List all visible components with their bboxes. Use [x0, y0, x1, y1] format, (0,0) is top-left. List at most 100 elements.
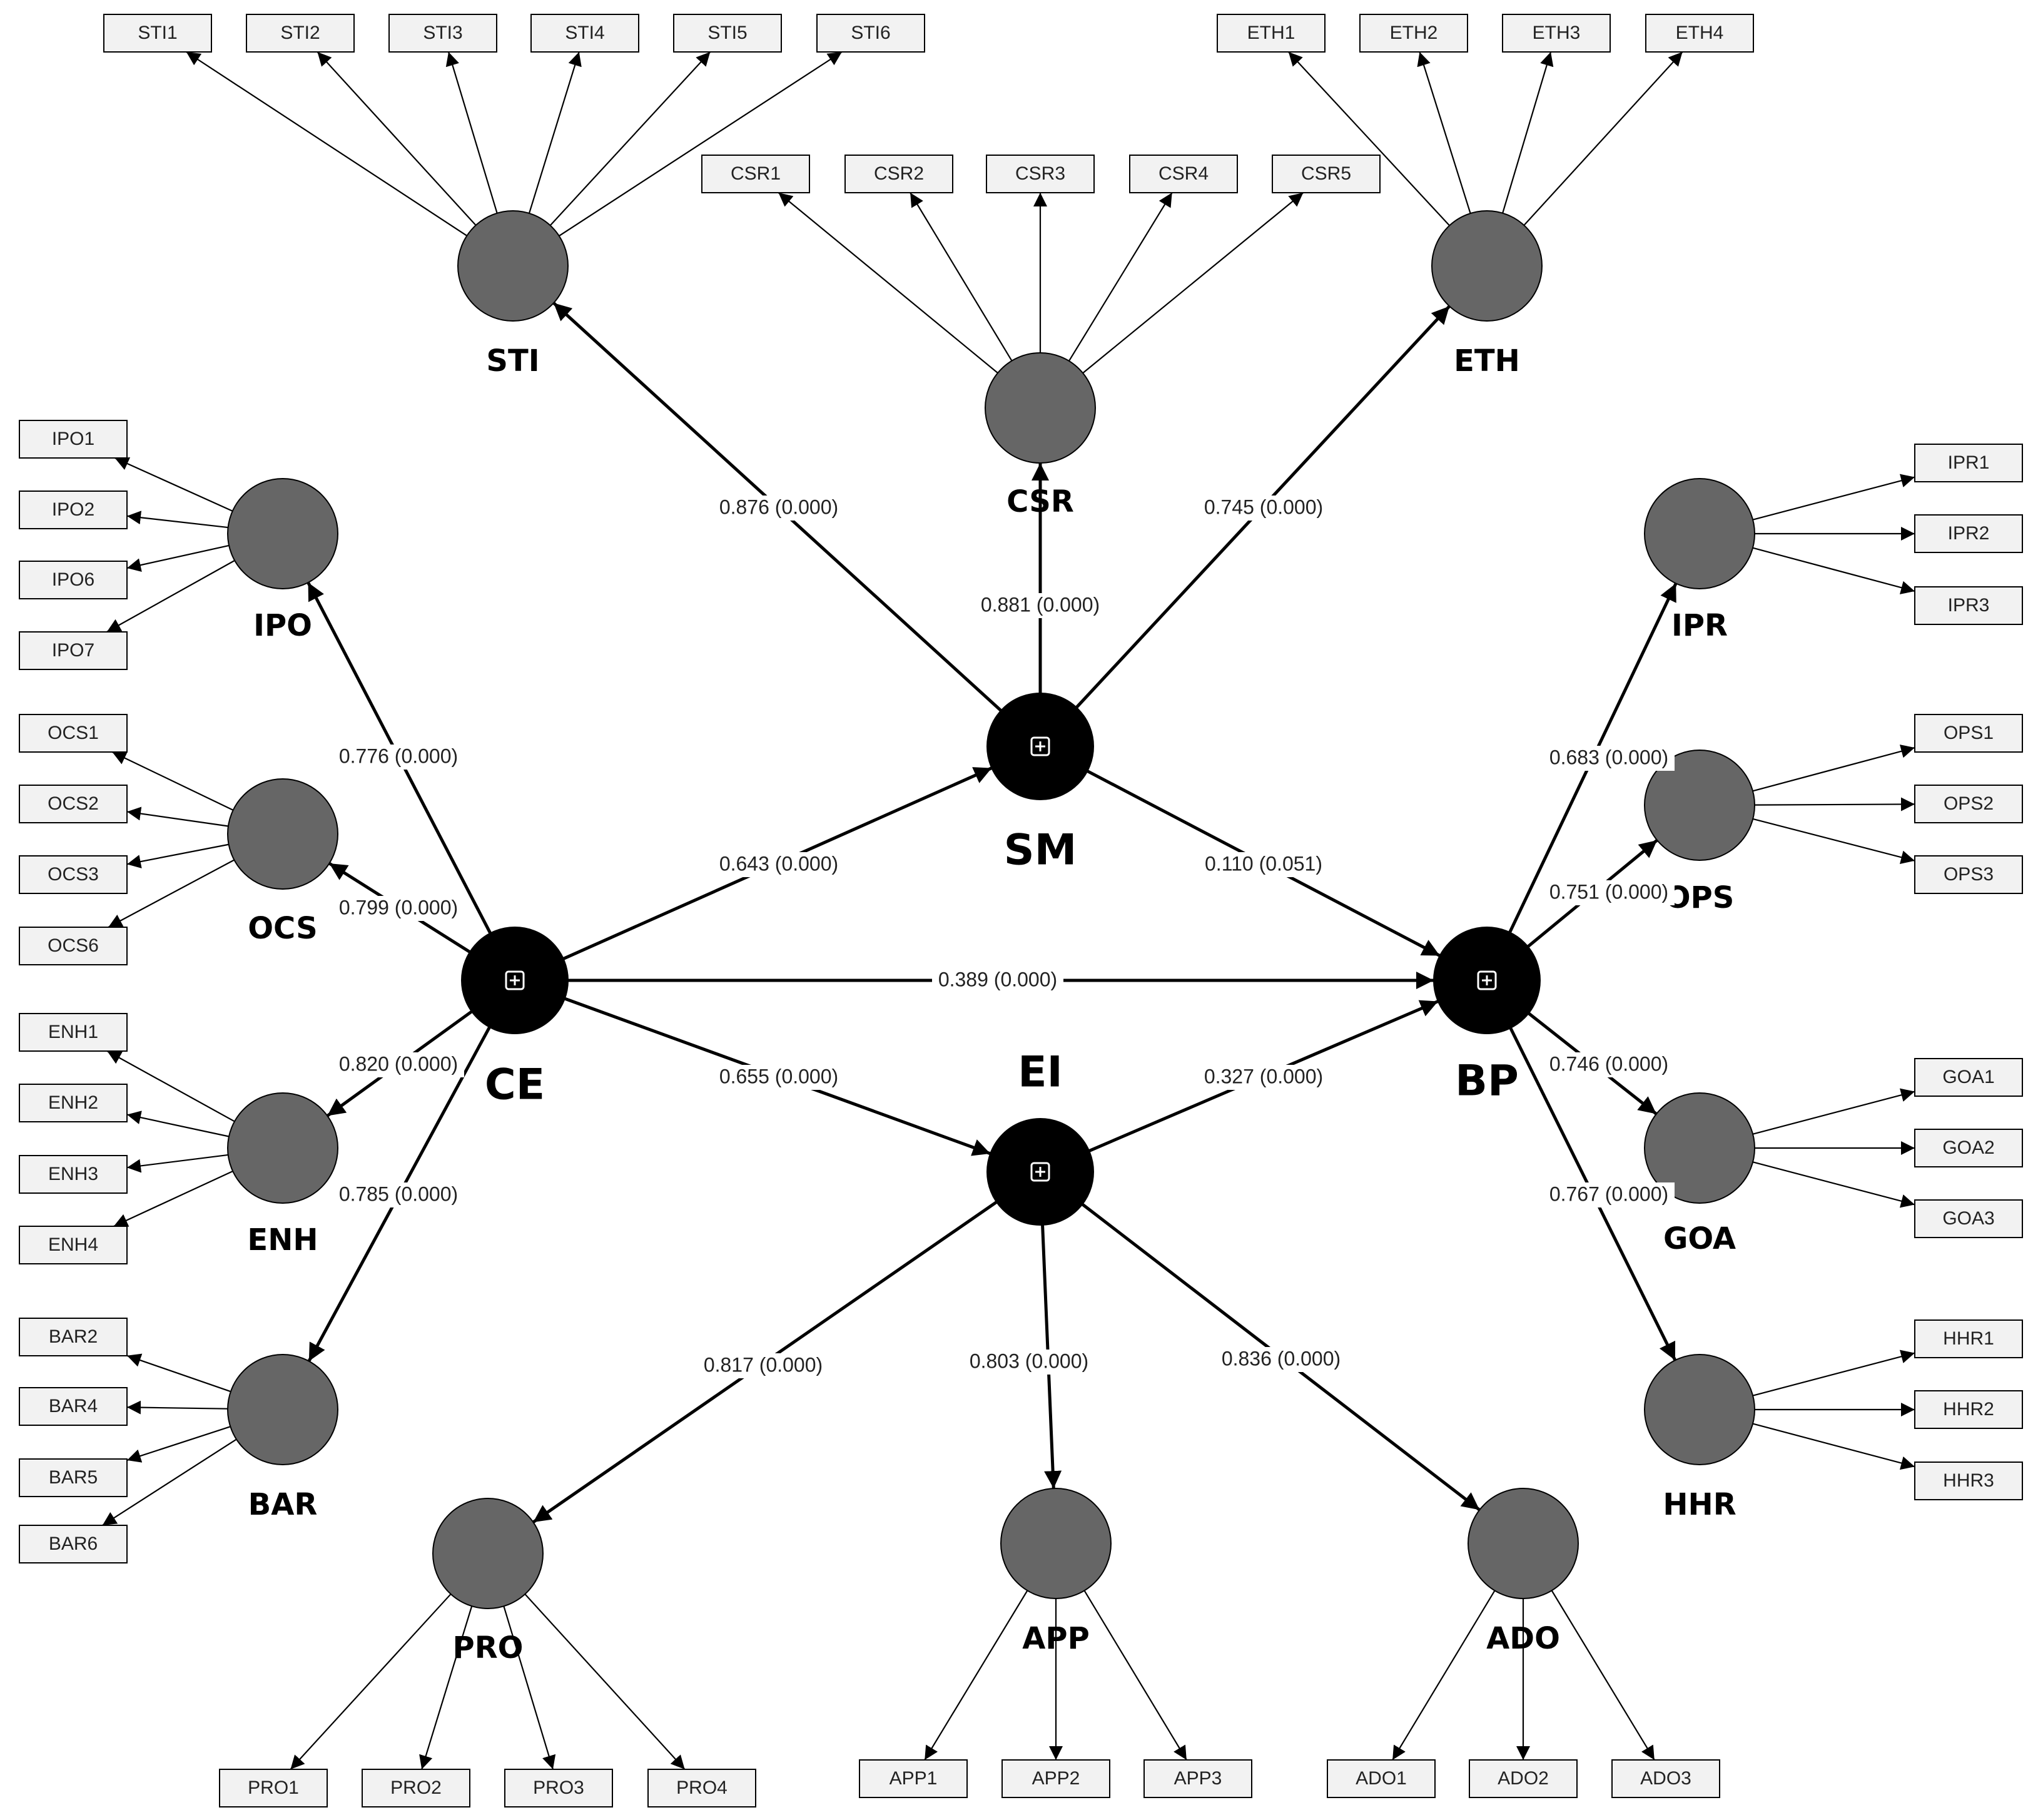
indicator-pro2[interactable]: PRO2 — [362, 1769, 470, 1807]
latent-variable-bar[interactable]: BAR — [227, 1354, 338, 1522]
indicator-label: OCS6 — [48, 935, 99, 956]
indicator-csr3[interactable]: CSR3 — [986, 155, 1095, 193]
path-coefficient-ce-ocs: 0.799 (0.000) — [333, 896, 464, 921]
latent-variable-goa[interactable]: GOA — [1644, 1092, 1755, 1256]
loading-edge-app1 — [924, 1590, 1028, 1761]
indicator-box — [246, 14, 355, 53]
indicator-enh1[interactable]: ENH1 — [19, 1013, 128, 1052]
latent-variable-ipo[interactable]: IPO — [227, 478, 338, 643]
expand-icon[interactable] — [1030, 1162, 1050, 1182]
loading-edge-csr5 — [1082, 192, 1304, 374]
indicator-ipo2[interactable]: IPO2 — [19, 491, 128, 529]
indicator-pro4[interactable]: PRO4 — [647, 1769, 756, 1807]
indicator-box — [1327, 1759, 1436, 1798]
expand-icon[interactable] — [1477, 970, 1497, 990]
indicator-ado2[interactable]: ADO2 — [1469, 1759, 1578, 1798]
latent-variable-hhr[interactable]: HHR — [1644, 1354, 1755, 1522]
indicator-box — [1143, 1759, 1252, 1798]
path-coefficient-ei-ado: 0.836 (0.000) — [1215, 1347, 1347, 1372]
indicator-sti3[interactable]: STI3 — [388, 14, 497, 53]
indicator-hhr2[interactable]: HHR2 — [1914, 1390, 2023, 1429]
latent-variable-eth[interactable]: ETH — [1431, 210, 1543, 379]
indicator-csr1[interactable]: CSR1 — [701, 155, 810, 193]
latent-variable-app[interactable]: APP — [1000, 1488, 1112, 1656]
indicator-bar5[interactable]: BAR5 — [19, 1458, 128, 1497]
indicator-box — [19, 631, 128, 670]
indicator-app1[interactable]: APP1 — [859, 1759, 968, 1798]
indicator-eth3[interactable]: ETH3 — [1502, 14, 1611, 53]
indicator-goa3[interactable]: GOA3 — [1914, 1199, 2023, 1238]
indicator-label: STI5 — [707, 23, 747, 43]
indicator-hhr1[interactable]: HHR1 — [1914, 1319, 2023, 1358]
indicator-pro3[interactable]: PRO3 — [504, 1769, 613, 1807]
latent-variable-ce[interactable]: CE — [461, 927, 569, 1110]
latent-variable-enh[interactable]: ENH — [227, 1092, 338, 1258]
indicator-pro1[interactable]: PRO1 — [219, 1769, 328, 1807]
loading-edge-pro2 — [419, 1605, 473, 1770]
indicator-eth4[interactable]: ETH4 — [1645, 14, 1754, 53]
indicator-bar4[interactable]: BAR4 — [19, 1387, 128, 1426]
path-coefficient-bp-goa: 0.746 (0.000) — [1543, 1052, 1675, 1077]
indicator-ipo6[interactable]: IPO6 — [19, 561, 128, 599]
indicator-ado1[interactable]: ADO1 — [1327, 1759, 1436, 1798]
latent-variable-pro[interactable]: PRO — [432, 1498, 544, 1665]
latent-variable-sti[interactable]: STI — [457, 210, 569, 379]
path-coefficients-layer: 0.876 (0.000)0.881 (0.000)0.745 (0.000)0… — [333, 496, 1675, 1378]
indicator-app3[interactable]: APP3 — [1143, 1759, 1252, 1798]
indicator-box — [1914, 586, 2023, 625]
latent-variable-ipr[interactable]: IPR — [1644, 478, 1755, 643]
coefficient-background — [963, 1350, 1095, 1375]
indicator-ado3[interactable]: ADO3 — [1611, 1759, 1720, 1798]
indicator-ocs3[interactable]: OCS3 — [19, 855, 128, 894]
latent-variable-label: CSR — [1006, 484, 1074, 519]
loading-edge-bar4 — [126, 1400, 228, 1415]
latent-variable-bp[interactable]: BP — [1433, 927, 1541, 1106]
indicator-ipr2[interactable]: IPR2 — [1914, 514, 2023, 553]
indicator-enh4[interactable]: ENH4 — [19, 1226, 128, 1264]
latent-variable-sm[interactable]: SM — [986, 693, 1094, 875]
latent-variable-ocs[interactable]: OCS — [227, 778, 338, 946]
coefficient-background — [932, 968, 1063, 993]
indicator-goa1[interactable]: GOA1 — [1914, 1058, 2023, 1097]
indicator-sti4[interactable]: STI4 — [530, 14, 639, 53]
indicator-eth2[interactable]: ETH2 — [1359, 14, 1468, 53]
indicator-ocs1[interactable]: OCS1 — [19, 714, 128, 753]
loading-edge-enh2 — [126, 1111, 230, 1137]
expand-icon[interactable] — [505, 970, 525, 990]
indicator-ipr3[interactable]: IPR3 — [1914, 586, 2023, 625]
indicator-sti6[interactable]: STI6 — [816, 14, 925, 53]
latent-variable-ado[interactable]: ADO — [1468, 1488, 1579, 1656]
indicator-bar2[interactable]: BAR2 — [19, 1318, 128, 1356]
indicator-hhr3[interactable]: HHR3 — [1914, 1462, 2023, 1500]
indicator-enh2[interactable]: ENH2 — [19, 1084, 128, 1122]
indicator-ops2[interactable]: OPS2 — [1914, 785, 2023, 823]
indicator-goa2[interactable]: GOA2 — [1914, 1129, 2023, 1167]
latent-variable-csr[interactable]: CSR — [985, 352, 1096, 519]
indicator-box — [1502, 14, 1611, 53]
indicator-ipo7[interactable]: IPO7 — [19, 631, 128, 670]
indicator-sti5[interactable]: STI5 — [673, 14, 782, 53]
indicator-eth1[interactable]: ETH1 — [1217, 14, 1326, 53]
indicator-csr5[interactable]: CSR5 — [1272, 155, 1381, 193]
indicator-ocs6[interactable]: OCS6 — [19, 927, 128, 965]
loading-edge-enh4 — [113, 1170, 233, 1227]
expand-icon[interactable] — [1030, 736, 1050, 756]
indicator-csr4[interactable]: CSR4 — [1129, 155, 1238, 193]
latent-variable-circle — [1000, 1488, 1112, 1599]
latent-variable-ei[interactable]: EI — [986, 1048, 1094, 1226]
indicator-ocs2[interactable]: OCS2 — [19, 785, 128, 823]
indicator-sti2[interactable]: STI2 — [246, 14, 355, 53]
indicator-edges-layer — [102, 51, 1915, 1770]
indicator-bar6[interactable]: BAR6 — [19, 1525, 128, 1563]
indicator-sti1[interactable]: STI1 — [103, 14, 212, 53]
indicator-ops3[interactable]: OPS3 — [1914, 855, 2023, 894]
indicator-label: CSR3 — [1015, 163, 1065, 184]
indicator-ipo1[interactable]: IPO1 — [19, 420, 128, 459]
indicator-app2[interactable]: APP2 — [1001, 1759, 1110, 1798]
latent-variable-ops[interactable]: OPS — [1644, 750, 1755, 915]
indicator-csr2[interactable]: CSR2 — [844, 155, 953, 193]
path-coefficient-ce-ipo: 0.776 (0.000) — [333, 745, 464, 770]
indicator-enh3[interactable]: ENH3 — [19, 1155, 128, 1194]
indicator-ops1[interactable]: OPS1 — [1914, 714, 2023, 753]
indicator-ipr1[interactable]: IPR1 — [1914, 444, 2023, 482]
